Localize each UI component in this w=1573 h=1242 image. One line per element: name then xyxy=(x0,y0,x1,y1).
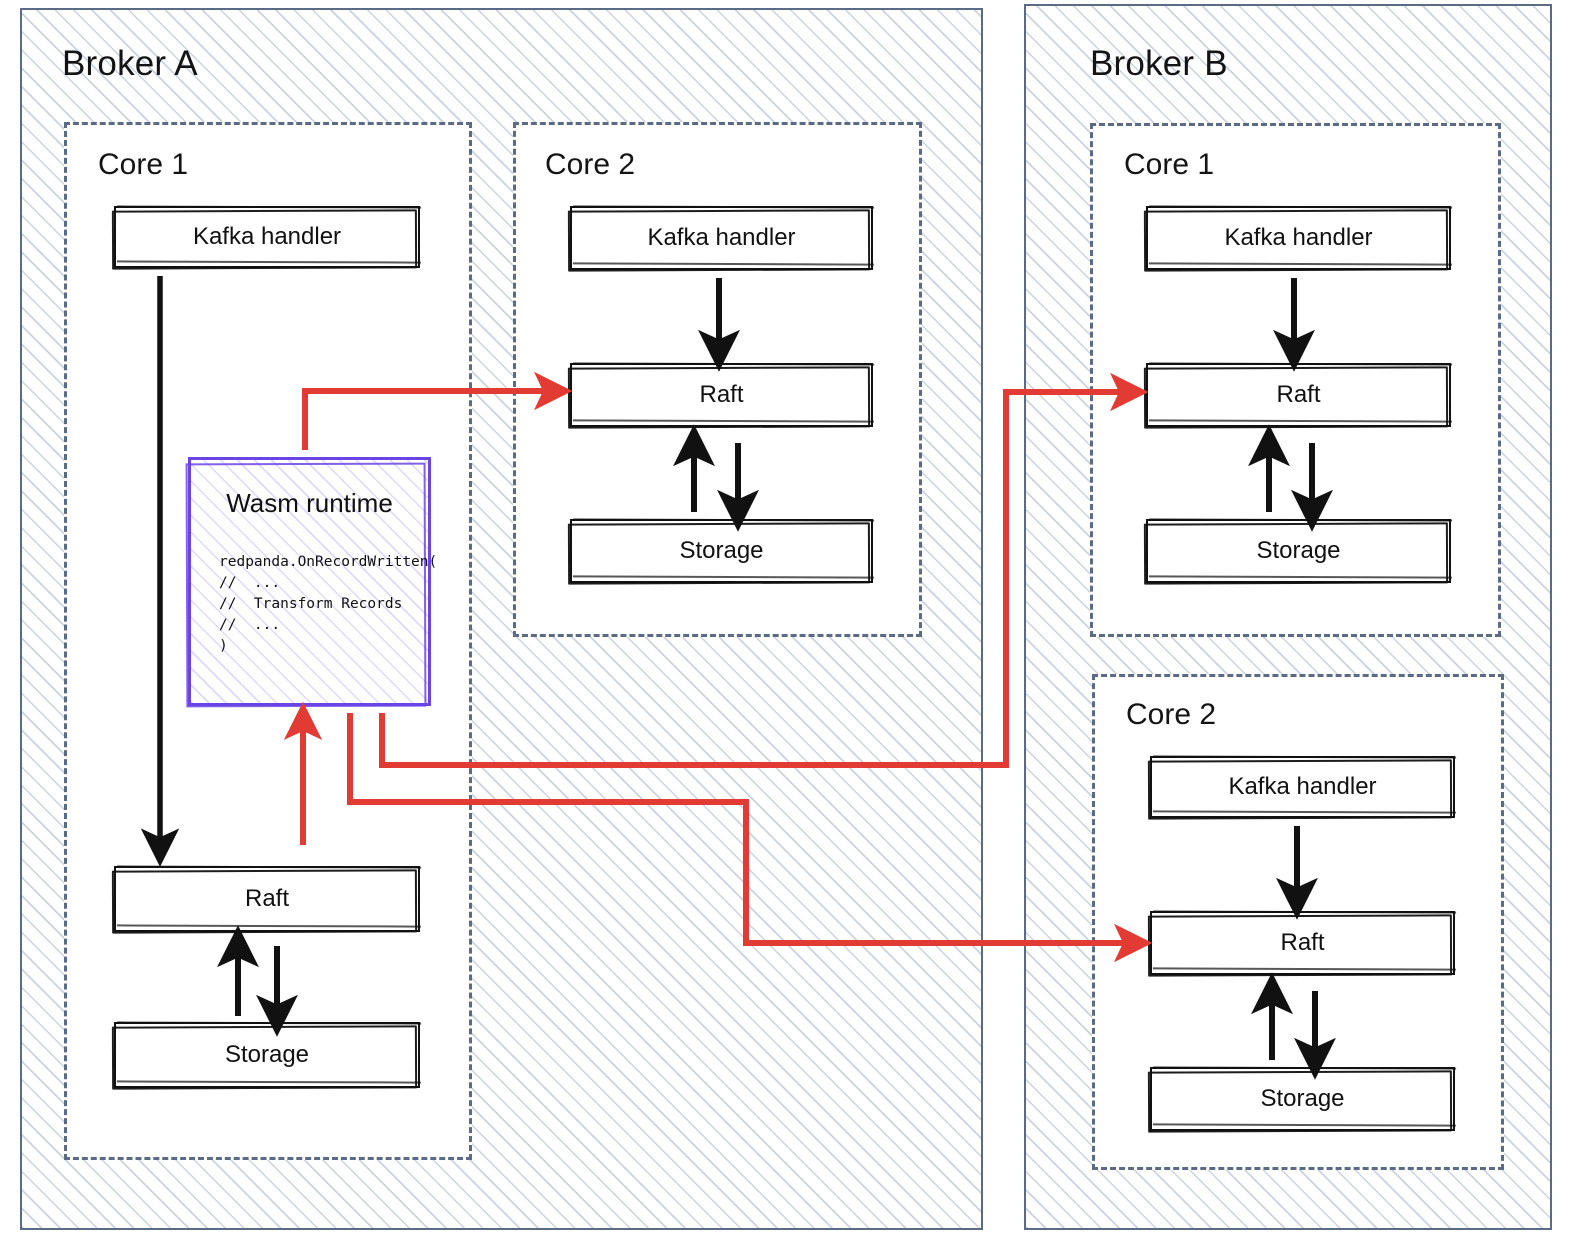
node-raft[interactable]: Raft xyxy=(1146,363,1451,427)
node-label: Raft xyxy=(1276,381,1321,408)
node-raft[interactable]: Raft xyxy=(114,866,420,932)
node-label: Kafka handler xyxy=(1224,224,1373,251)
node-label: Kafka handler xyxy=(647,224,796,251)
broker-b-title: Broker B xyxy=(1090,44,1228,83)
wasm-runtime-code: redpanda.OnRecordWritten( // ... // Tran… xyxy=(219,554,438,655)
node-label: Raft xyxy=(1280,929,1325,956)
node-label: Storage xyxy=(1256,537,1341,564)
node-storage[interactable]: Storage xyxy=(1146,519,1451,583)
node-label: Raft xyxy=(699,381,744,408)
node-raft[interactable]: Raft xyxy=(1150,911,1455,975)
node-label: Raft xyxy=(244,885,289,912)
broker-b-core-2-title: Core 2 xyxy=(1126,698,1217,731)
node-kafka-handler[interactable]: Kafka handler xyxy=(1150,756,1455,818)
node-label: Kafka handler xyxy=(1228,773,1377,800)
node-kafka-handler[interactable]: Kafka handler xyxy=(114,206,420,268)
node-label: Storage xyxy=(679,537,764,564)
node-wasm-runtime[interactable]: Wasm runtime redpanda.OnRecordWritten( /… xyxy=(188,457,437,706)
node-storage[interactable]: Storage xyxy=(570,519,873,583)
node-label: Storage xyxy=(1260,1085,1345,1112)
node-raft[interactable]: Raft xyxy=(570,363,873,427)
broker-b-core-1-title: Core 1 xyxy=(1124,148,1215,181)
broker-a-core-1-title: Core 1 xyxy=(98,148,189,181)
node-kafka-handler[interactable]: Kafka handler xyxy=(570,206,873,270)
wasm-runtime-title: Wasm runtime xyxy=(226,488,393,518)
node-storage[interactable]: Storage xyxy=(114,1022,420,1088)
node-label: Storage xyxy=(224,1041,310,1068)
node-label: Kafka handler xyxy=(192,223,342,250)
node-kafka-handler[interactable]: Kafka handler xyxy=(1146,206,1451,270)
broker-a-core-2-title: Core 2 xyxy=(545,148,636,181)
node-storage[interactable]: Storage xyxy=(1150,1067,1455,1131)
broker-a-title: Broker A xyxy=(62,44,198,83)
